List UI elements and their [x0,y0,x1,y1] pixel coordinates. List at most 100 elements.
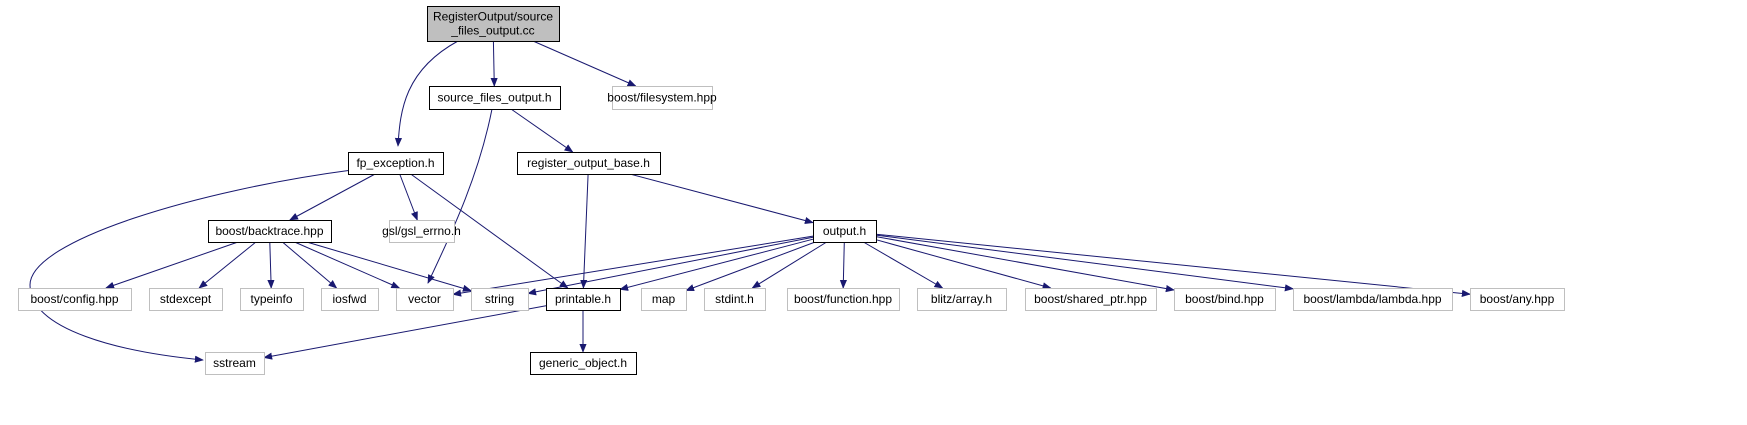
edge-output_h-to-boost_any [875,233,1471,297]
node-root[interactable]: RegisterOutput/source_files_output.cc [427,6,560,42]
node-box [240,288,304,311]
node-output_h[interactable]: output.h [813,220,877,243]
node-box [427,6,560,42]
edge-output_h-to-boost_lambda [875,234,1294,292]
node-box [149,288,223,311]
node-label: fp_exception.h [356,156,434,170]
edge-boost_backtrace-to-stdexcept [198,241,257,289]
node-label: boost/config.hpp [30,292,118,306]
edge-register_output_base_h-to-printable_h [580,173,589,289]
node-map: map [641,288,687,311]
node-fp_exception_h[interactable]: fp_exception.h [348,152,444,175]
node-label: iosfwd [332,292,366,306]
node-box [546,288,621,311]
node-box [917,288,1007,311]
node-generic_object_h[interactable]: generic_object.h [530,352,637,375]
node-box [348,152,444,175]
node-label: sstream [213,356,256,370]
node-box [321,288,379,311]
nodes-layer: RegisterOutput/source_files_output.ccsou… [18,6,1565,375]
node-box [1470,288,1565,311]
node-string: string [471,288,529,311]
node-box [429,86,561,110]
node-box [704,288,766,311]
node-label: map [652,292,676,306]
node-boost_config: boost/config.hpp [18,288,132,311]
edge-fp_exception_h-to-gsl_errno [399,173,418,221]
node-label: boost/function.hpp [794,292,892,306]
node-label: boost/shared_ptr.hpp [1034,292,1147,306]
node-boost_shared_ptr: boost/shared_ptr.hpp [1025,288,1157,311]
node-register_output_base_h[interactable]: register_output_base.h [517,152,661,175]
node-box [1293,288,1453,311]
node-label: generic_object.h [539,356,627,370]
node-label: boost/bind.hpp [1185,292,1264,306]
node-printable_h[interactable]: printable.h [546,288,621,311]
edge-boost_backtrace-to-typeinfo [267,241,275,289]
edge-output_h-to-boost_bind [875,236,1175,293]
node-vector: vector [396,288,454,311]
edge-root-to-source_files_output_h [490,40,498,87]
node-stdexcept: stdexcept [149,288,223,311]
node-gsl_errno: gsl/gsl_errno.h [382,220,461,243]
node-label: RegisterOutput/source [433,10,553,24]
node-label: boost/backtrace.hpp [215,224,323,238]
node-label: blitz/array.h [931,292,992,306]
node-label: boost/filesystem.hpp [607,91,717,105]
node-label: output.h [823,224,866,238]
edge-root-to-fp_exception_h [394,40,459,147]
node-label: printable.h [555,292,611,306]
edge-source_files_output_h-to-vector [427,108,493,284]
node-blitz_array: blitz/array.h [917,288,1007,311]
node-label: string [485,292,514,306]
edge-output_h-to-string [527,236,814,296]
node-typeinfo: typeinfo [240,288,304,311]
node-boost_any: boost/any.hpp [1470,288,1565,311]
node-box [530,352,637,375]
edge-fp_exception_h-to-sstream [29,169,353,363]
edge-output_h-to-vector [452,235,814,297]
node-box [517,152,661,175]
node-box [612,86,713,110]
node-box [205,352,265,375]
edge-root-to-boost_filesystem [532,40,637,87]
node-box [1174,288,1276,311]
node-label: gsl/gsl_errno.h [382,224,461,238]
node-label: stdexcept [160,292,212,306]
node-label: _files_output.cc [450,24,534,38]
edge-output_h-to-boost_function [839,241,847,289]
node-source_files_output_h[interactable]: source_files_output.h [429,86,561,110]
edge-fp_exception_h-to-printable_h [410,173,569,289]
edge-boost_backtrace-to-iosfwd [282,241,338,289]
node-boost_filesystem: boost/filesystem.hpp [607,86,717,110]
node-box [641,288,687,311]
node-boost_function: boost/function.hpp [787,288,900,311]
node-box [471,288,529,311]
edge-register_output_base_h-to-output_h [629,173,814,225]
node-box [208,220,332,243]
node-box [396,288,454,311]
node-boost_backtrace[interactable]: boost/backtrace.hpp [208,220,332,243]
edge-output_h-to-blitz_array [863,241,944,289]
edge-boost_backtrace-to-string [306,241,472,292]
edge-output_h-to-boost_shared_ptr [875,239,1052,290]
node-box [18,288,132,311]
node-box [787,288,900,311]
edge-output_h-to-printable_h [619,238,814,291]
node-box [1025,288,1157,311]
node-boost_bind: boost/bind.hpp [1174,288,1276,311]
node-label: boost/any.hpp [1480,292,1555,306]
edge-boost_backtrace-to-vector [294,241,401,289]
edge-fp_exception_h-to-boost_backtrace [289,173,376,221]
node-box [813,220,877,243]
node-iosfwd: iosfwd [321,288,379,311]
node-label: stdint.h [715,292,754,306]
edge-output_h-to-map [685,241,816,292]
edge-output_h-to-stdint [751,241,827,289]
edges-layer [29,40,1471,363]
node-stdint: stdint.h [704,288,766,311]
node-label: register_output_base.h [527,156,650,170]
node-boost_lambda: boost/lambda/lambda.hpp [1293,288,1453,311]
node-label: typeinfo [250,292,292,306]
node-sstream: sstream [205,352,265,375]
